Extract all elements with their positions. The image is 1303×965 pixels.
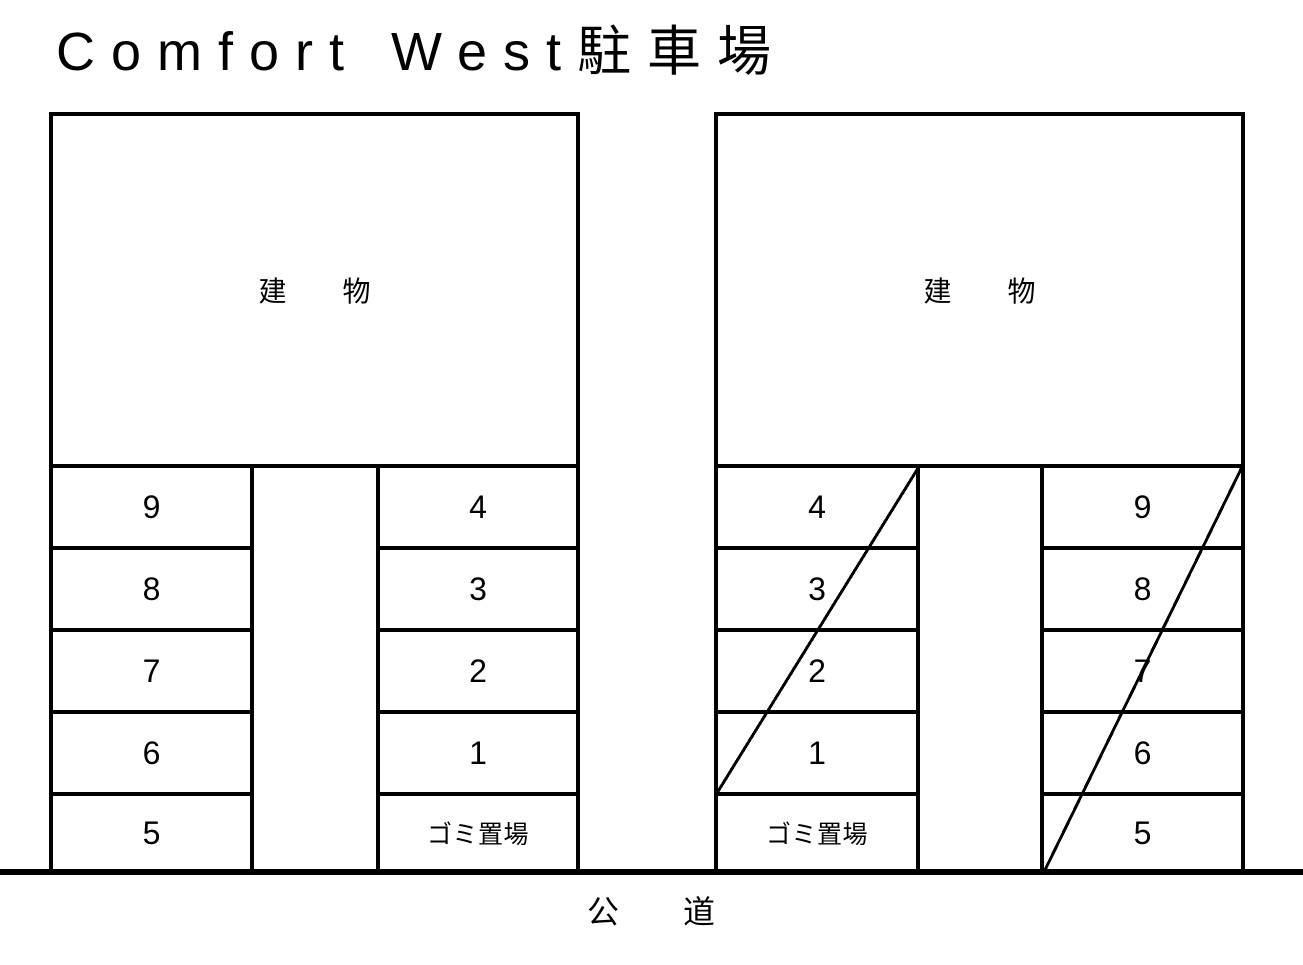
stall-left-block-right-3[interactable]: 2	[469, 652, 487, 689]
stall-left-block-left-1[interactable]: 9	[142, 488, 161, 525]
stall-right-block-right-1[interactable]: 9	[1133, 488, 1152, 525]
page-title: Comfort West駐車場	[56, 22, 788, 82]
stall-left-block-right-1[interactable]: 4	[469, 488, 487, 525]
stall-right-block-left-3[interactable]: 2	[808, 652, 826, 689]
stall-right-block-left-1[interactable]: 4	[808, 488, 826, 525]
left-block-building-label: 建 物	[258, 276, 385, 307]
stall-right-block-right-2[interactable]: 8	[1133, 570, 1152, 607]
right-block-right-column-diagonal	[1042, 464, 1245, 873]
stall-right-block-left-4[interactable]: 1	[808, 734, 826, 771]
left-block-building-outline	[49, 112, 580, 468]
stall-left-block-left-5[interactable]: 5	[142, 814, 161, 851]
right-block-building-outline	[714, 112, 1245, 468]
stall-right-block-right-4[interactable]: 6	[1133, 734, 1152, 771]
stall-right-block-right-3[interactable]: 7	[1133, 652, 1152, 689]
stall-left-block-left-2[interactable]: 8	[142, 570, 161, 607]
stall-left-block-right-4[interactable]: 1	[469, 734, 487, 771]
trash-area-right-block: ゴミ置場	[765, 821, 868, 849]
stall-right-block-left-2[interactable]: 3	[808, 570, 826, 607]
stall-left-block-left-3[interactable]: 7	[142, 652, 161, 689]
trash-area-left-block: ゴミ置場	[426, 821, 529, 849]
stall-left-block-right-2[interactable]: 3	[469, 570, 487, 607]
public-road-label: 公 道	[586, 894, 731, 930]
right-block-left-column-diagonal	[715, 464, 922, 794]
stall-left-block-left-4[interactable]: 6	[142, 734, 161, 771]
stall-right-block-right-5[interactable]: 5	[1133, 814, 1152, 851]
right-block-building-label: 建 物	[923, 276, 1050, 307]
